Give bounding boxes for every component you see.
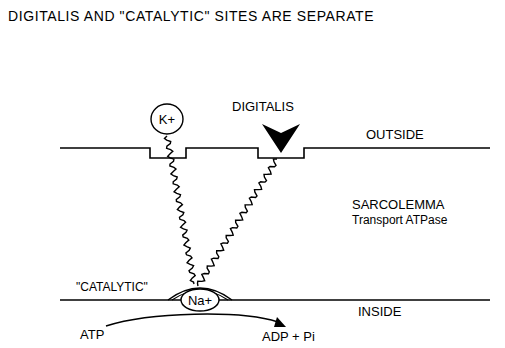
ion-site-ellipse: Na+ — [180, 288, 220, 312]
ion-label: Na+ — [188, 293, 212, 308]
product-label: ADP + Pi — [262, 330, 315, 345]
membrane-label: SARCOLEMMA — [352, 198, 444, 213]
outer-membrane-line — [60, 148, 490, 158]
digitalis-arrowhead — [262, 124, 300, 153]
drug-label: DIGITALIS — [232, 100, 294, 115]
substrate-label: ATP — [80, 328, 104, 343]
reaction-arrow — [106, 314, 278, 326]
enzyme-label: Transport ATPase — [352, 214, 447, 228]
reaction-arrowhead — [274, 317, 286, 327]
inner-membrane-line — [60, 299, 490, 301]
digitalis-wavy-line — [198, 159, 278, 286]
ion-label: K+ — [159, 112, 175, 127]
side-label: OUTSIDE — [366, 128, 424, 143]
ion-site-circle: K+ — [150, 103, 184, 135]
diagram-title: DIGITALIS AND "CATALYTIC" SITES ARE SEPA… — [8, 8, 374, 24]
site-label: "CATALYTIC" — [76, 281, 148, 295]
wavy-connector — [165, 136, 196, 284]
side-label: INSIDE — [358, 305, 401, 320]
